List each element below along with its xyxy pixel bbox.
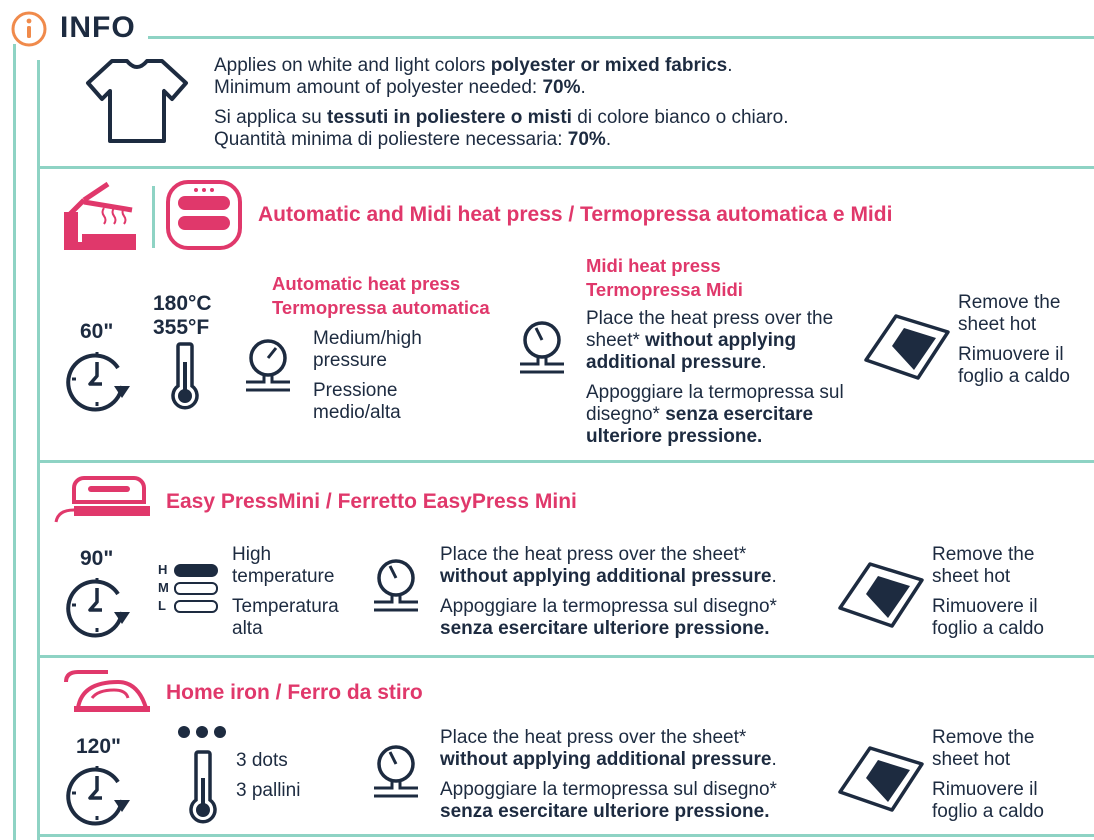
easy-time: 90" — [80, 547, 114, 570]
fabric-text: Applies on white and light colors polyes… — [214, 55, 789, 150]
info-icon — [11, 11, 47, 47]
heat-press-icon — [64, 181, 136, 250]
easy-remove-text: Remove the sheet hot Rimuovere il foglio… — [932, 544, 1044, 639]
pressure-gauge-icon — [374, 559, 418, 612]
timer-icon — [66, 352, 130, 412]
easypress-icon — [54, 476, 150, 523]
dot — [214, 726, 226, 738]
easy-place-text: Place the heat press over the sheet* wit… — [440, 544, 777, 639]
divider-2 — [37, 460, 1094, 463]
level-bar-h — [174, 564, 218, 577]
auto-remove-text: Remove the sheet hot Rimuovere il foglio… — [958, 292, 1070, 387]
pressure-gauge-icon — [374, 745, 418, 798]
iron-time: 120" — [76, 735, 121, 758]
dot — [196, 726, 208, 738]
pressure-gauge-icon — [246, 339, 290, 392]
timer-icon — [66, 766, 130, 826]
divider-3 — [37, 655, 1094, 658]
iron-remove-text: Remove the sheet hot Rimuovere il foglio… — [932, 727, 1044, 822]
divider-4 — [37, 834, 1094, 837]
auto-pressure-text: Medium/high pressure Pressione medio/alt… — [313, 328, 422, 423]
header-title: INFO — [60, 11, 136, 44]
level-bar-m — [174, 582, 218, 595]
iron-title: Home iron / Ferro da stiro — [166, 681, 423, 704]
iron-place-text: Place the heat press over the sheet* wit… — [440, 727, 777, 822]
info-header: INFO — [10, 8, 150, 50]
dot — [178, 726, 190, 738]
tshirt-icon — [86, 59, 188, 143]
icon-separator — [152, 186, 155, 248]
divider-1 — [37, 166, 1094, 169]
header-rule — [148, 36, 1094, 39]
frame-left-outer — [13, 44, 16, 840]
level-label-h: H — [158, 562, 168, 577]
easy-title: Easy PressMini / Ferretto EasyPress Mini — [166, 490, 577, 513]
thermometer-icon — [189, 750, 217, 824]
level-label-m: M — [158, 580, 169, 595]
sheet-peel-icon — [838, 746, 924, 812]
iron-dots — [178, 726, 230, 740]
auto-time: 60" — [80, 320, 114, 343]
iron-temp-text: 3 dots 3 pallini — [236, 750, 301, 801]
level-label-l: L — [158, 598, 166, 613]
midi-press-icon — [166, 180, 242, 250]
thermometer-icon — [171, 342, 199, 410]
frame-left-inner — [37, 60, 40, 840]
level-bar-l — [174, 600, 218, 613]
auto-temp-f: 355°F — [153, 316, 210, 339]
sheet-peel-icon — [838, 562, 924, 628]
midi-text: Place the heat press over the sheet* wit… — [586, 308, 844, 447]
temperature-level-icon: H M L — [158, 562, 220, 616]
easy-temp-text: High temperature Temperatura alta — [232, 544, 339, 639]
sheet-peel-icon — [864, 314, 950, 380]
iron-icon — [64, 670, 150, 712]
pressure-gauge-icon — [520, 321, 564, 374]
auto-title: Automatic and Midi heat press / Termopre… — [258, 203, 893, 226]
timer-icon — [66, 578, 130, 638]
auto-temp-c: 180°C — [153, 292, 212, 315]
